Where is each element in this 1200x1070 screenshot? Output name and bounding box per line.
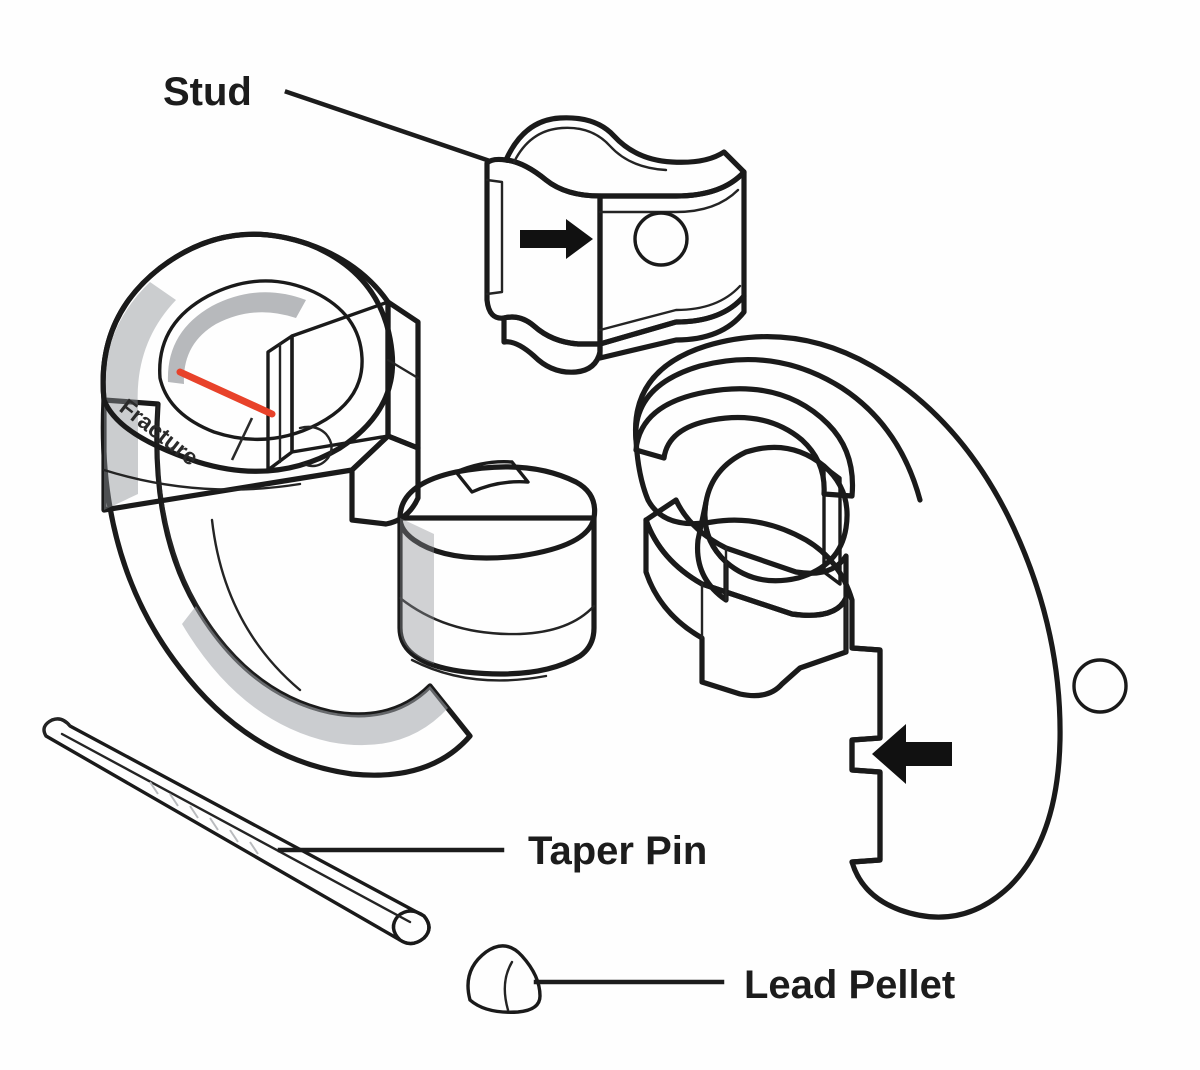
stud-insertion-arrow-icon — [520, 219, 593, 259]
part-hook-body — [632, 334, 1128, 920]
part-boss — [397, 460, 598, 682]
label-taper-pin: Taper Pin — [528, 829, 707, 873]
label-lead-pellet: Lead Pellet — [744, 963, 955, 1007]
part-stud — [484, 115, 747, 375]
hook-hole-icon — [1072, 658, 1128, 714]
hook-insertion-arrow-icon — [872, 724, 952, 784]
ring-detail-notch-icon — [298, 425, 333, 468]
part-lead-pellet — [466, 944, 542, 1014]
part-ring-housing: Fracture — [100, 231, 473, 778]
fracture-leader-tick — [230, 417, 254, 461]
label-stud: Stud — [163, 70, 252, 114]
boss-slot-icon — [454, 460, 530, 494]
taper-pin-end-face — [391, 909, 431, 946]
stud-hole-icon — [633, 211, 689, 267]
fracture-line-marker — [176, 368, 276, 418]
leader-line-stud — [284, 89, 490, 163]
part-taper-pin — [42, 717, 431, 946]
